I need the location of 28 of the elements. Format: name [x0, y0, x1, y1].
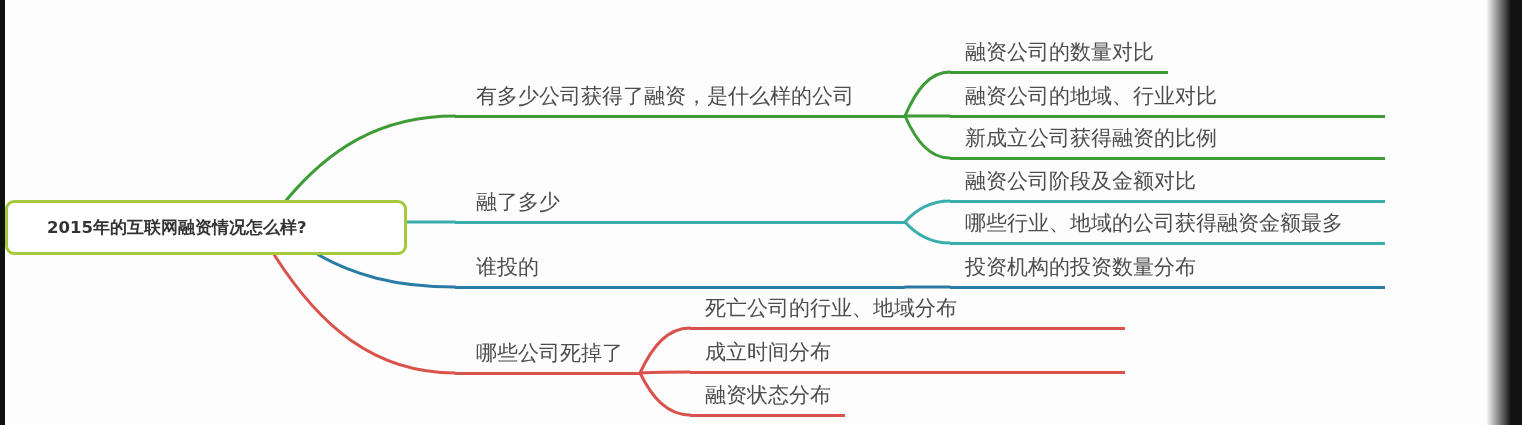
- central-topic-text: 2015年的互联网融资情况怎么样?: [47, 217, 307, 238]
- subtopic-text: 融资公司的地域、行业对比: [965, 84, 1217, 109]
- subtopic-text: 新成立公司获得融资的比例: [965, 126, 1217, 151]
- topic-text: 哪些公司死掉了: [476, 341, 623, 366]
- branch-connector: [903, 114, 952, 118]
- subtopic-text: 融资公司的数量对比: [965, 40, 1154, 65]
- topic-text: 融了多少: [476, 190, 560, 215]
- branch-connector: [903, 70, 952, 118]
- branch-connector: [903, 114, 952, 160]
- branch-connector: [903, 220, 952, 245]
- subtopic-text: 融资公司阶段及金额对比: [965, 169, 1196, 194]
- subtopic-text: 投资机构的投资数量分布: [965, 255, 1196, 280]
- topic-text: 有多少公司获得了融资，是什么样的公司: [476, 84, 854, 109]
- branch-connector: [638, 371, 692, 417]
- branch-connector: [317, 253, 457, 289]
- subtopic-text: 成立时间分布: [705, 340, 831, 365]
- branch-connector: [903, 199, 952, 224]
- branch-connector: [405, 220, 457, 224]
- branch-connector: [272, 253, 457, 375]
- subtopic-text: 哪些行业、地域的公司获得融资金额最多: [965, 211, 1343, 236]
- subtopic-text: 融资状态分布: [705, 383, 831, 408]
- branch-connector: [903, 285, 952, 289]
- subtopic-text: 死亡公司的行业、地域分布: [705, 296, 957, 321]
- branch-connector: [638, 326, 692, 375]
- branch-connector: [284, 114, 457, 202]
- branch-connector: [638, 370, 692, 375]
- central-topic-box: [5, 200, 407, 255]
- topic-text: 谁投的: [476, 255, 539, 280]
